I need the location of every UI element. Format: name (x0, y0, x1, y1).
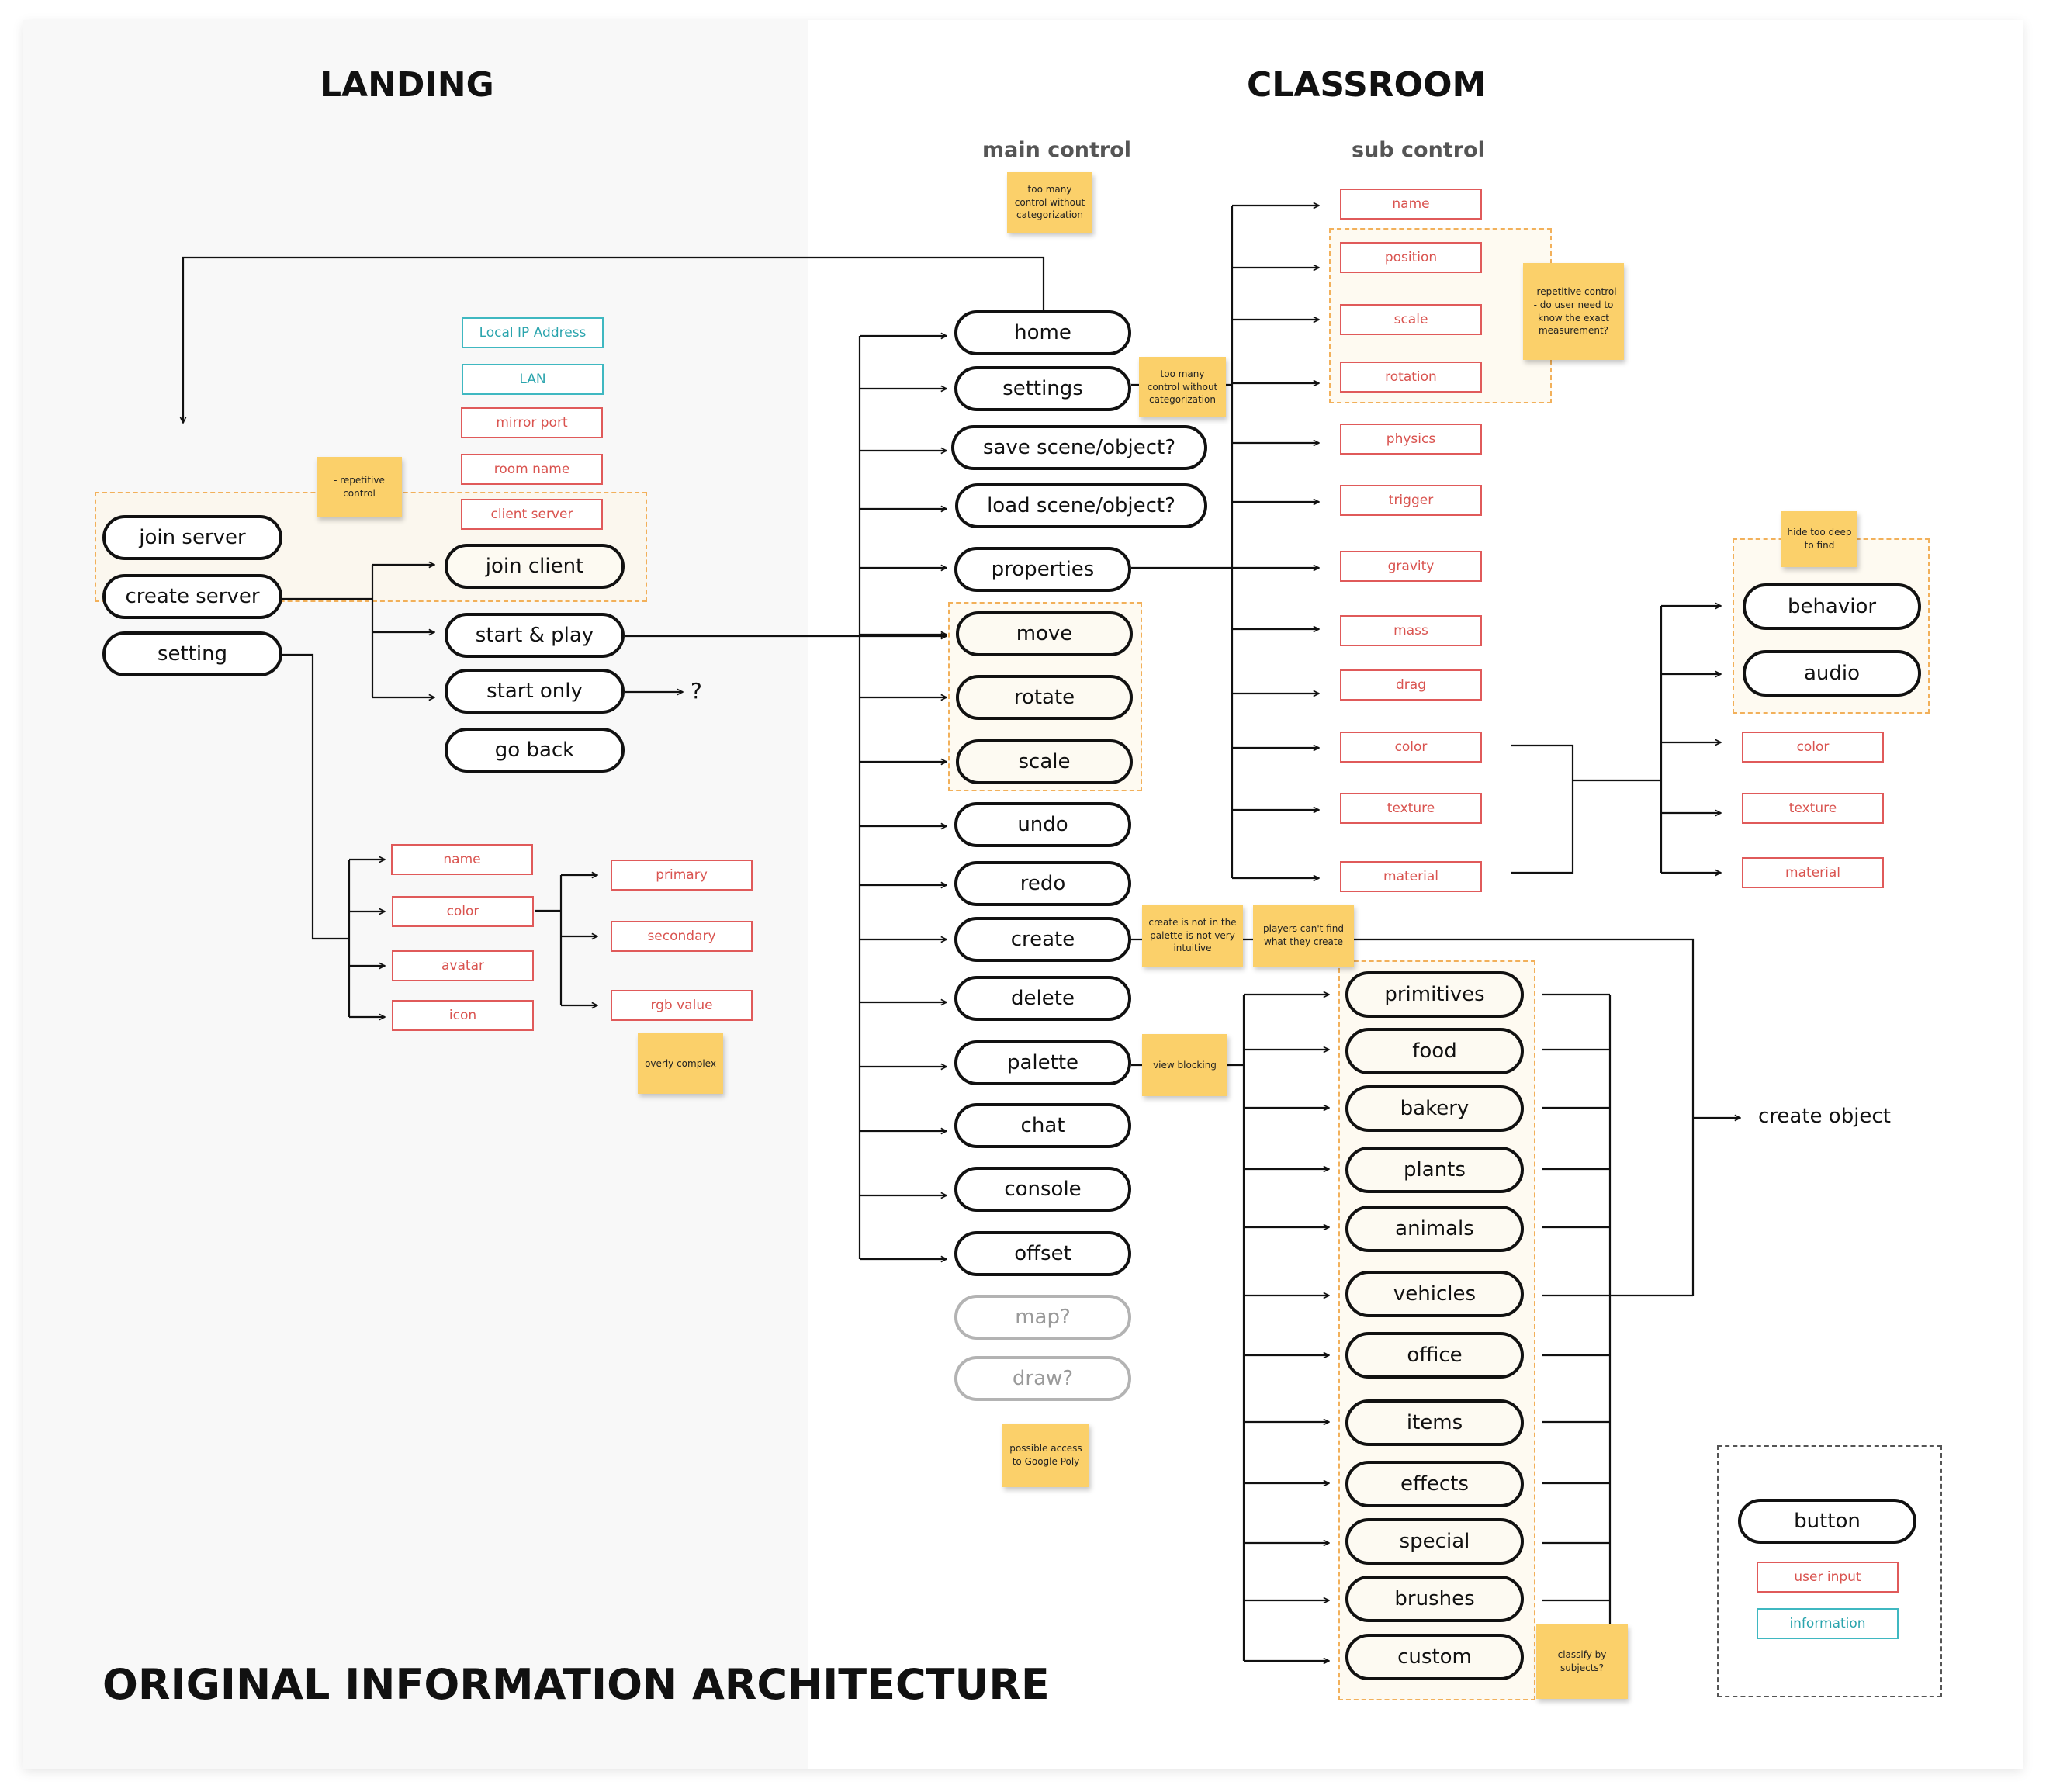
home-loop-line (183, 256, 1045, 423)
create-button[interactable]: create (954, 917, 1131, 962)
scale-button[interactable]: scale (956, 739, 1133, 784)
player-color-input[interactable]: color (392, 896, 534, 927)
object-material-input[interactable]: material (1340, 861, 1482, 892)
category-brushes[interactable]: brushes (1345, 1576, 1524, 1622)
move-button[interactable]: move (956, 611, 1133, 656)
setting-button[interactable]: setting (102, 631, 282, 676)
room-name-input[interactable]: room name (461, 454, 603, 485)
chat-button[interactable]: chat (954, 1103, 1131, 1148)
note-overly-complex: overly complex (638, 1033, 723, 1094)
category-office[interactable]: office (1345, 1332, 1524, 1379)
landing-heading: LANDING (320, 65, 494, 105)
note-transform-repetitive: - repetitive control - do user need to k… (1523, 263, 1624, 360)
category-special[interactable]: special (1345, 1518, 1524, 1565)
legend-button-sample: button (1738, 1499, 1916, 1544)
diagram-title: ORIGINAL INFORMATION ARCHITECTURE (102, 1660, 1050, 1709)
join-client-button[interactable]: join client (445, 544, 625, 589)
draw-button[interactable]: draw? (954, 1356, 1131, 1401)
main-control-heading: main control (982, 138, 1132, 162)
physics-input[interactable]: physics (1340, 424, 1482, 455)
join-server-button[interactable]: join server (102, 515, 282, 560)
note-create-palette: create is not in the palette is not very… (1142, 905, 1243, 967)
position-input[interactable]: position (1340, 242, 1482, 273)
go-back-button[interactable]: go back (445, 728, 625, 773)
start-only-button[interactable]: start only (445, 669, 625, 714)
material-texture-input[interactable]: texture (1742, 793, 1884, 824)
audio-button[interactable]: audio (1743, 650, 1921, 697)
category-custom[interactable]: custom (1345, 1634, 1524, 1680)
create-server-button[interactable]: create server (102, 574, 282, 619)
local-ip-info: Local IP Address (462, 317, 604, 348)
object-color-input[interactable]: color (1340, 732, 1482, 763)
category-effects[interactable]: effects (1345, 1461, 1524, 1507)
player-name-input[interactable]: name (391, 844, 533, 875)
console-button[interactable]: console (954, 1167, 1131, 1212)
mass-input[interactable]: mass (1340, 615, 1482, 646)
rgb-value-input[interactable]: rgb value (611, 990, 753, 1021)
undo-button[interactable]: undo (954, 802, 1131, 847)
note-classify: classify by subjects? (1536, 1624, 1628, 1699)
palette-button[interactable]: palette (954, 1040, 1131, 1085)
avatar-input[interactable]: avatar (392, 950, 534, 981)
legend-box (1717, 1445, 1942, 1697)
note-view-blocking: view blocking (1142, 1034, 1227, 1096)
category-animals[interactable]: animals (1345, 1206, 1524, 1252)
client-server-input[interactable]: client server (461, 499, 603, 530)
rotation-input[interactable]: rotation (1340, 362, 1482, 393)
classroom-heading: CLASSROOM (1247, 65, 1487, 105)
start-play-button[interactable]: start & play (445, 613, 625, 658)
object-texture-input[interactable]: texture (1340, 793, 1482, 824)
note-landing-repetitive: - repetitive control (317, 457, 402, 517)
home-button[interactable]: home (954, 310, 1131, 355)
note-hide-deep: hide too deep to find (1781, 511, 1857, 567)
settings-button[interactable]: settings (954, 366, 1131, 411)
offset-button[interactable]: offset (954, 1231, 1131, 1276)
rotate-button[interactable]: rotate (956, 675, 1133, 720)
icon-input[interactable]: icon (392, 1000, 534, 1031)
category-bakery[interactable]: bakery (1345, 1085, 1524, 1132)
landing-panel (23, 20, 808, 1769)
map-button[interactable]: map? (954, 1295, 1131, 1340)
behavior-button[interactable]: behavior (1743, 583, 1921, 630)
category-food[interactable]: food (1345, 1028, 1524, 1074)
create-object-label: create object (1758, 1105, 1891, 1128)
delete-button[interactable]: delete (954, 976, 1131, 1021)
scale-input[interactable]: scale (1340, 304, 1482, 335)
material-material-input[interactable]: material (1742, 857, 1884, 888)
save-scene-button[interactable]: save scene/object? (951, 425, 1207, 470)
drag-input[interactable]: drag (1340, 669, 1482, 701)
material-color-input[interactable]: color (1742, 732, 1884, 763)
legend-information-sample: information (1757, 1608, 1899, 1639)
secondary-color-input[interactable]: secondary (611, 921, 753, 952)
note-too-many-controls: too many control without categorization (1007, 172, 1092, 233)
category-items[interactable]: items (1345, 1399, 1524, 1446)
load-scene-button[interactable]: load scene/object? (955, 483, 1207, 528)
category-primitives[interactable]: primitives (1345, 971, 1524, 1018)
sub-control-heading: sub control (1352, 138, 1485, 162)
primary-color-input[interactable]: primary (611, 860, 753, 891)
note-google-poly: possible access to Google Poly (1002, 1424, 1089, 1487)
properties-button[interactable]: properties (954, 547, 1131, 592)
trigger-input[interactable]: trigger (1340, 485, 1482, 516)
note-cant-find: players can't find what they create (1253, 905, 1354, 967)
note-settings-too-many: too many control without categorization (1139, 357, 1226, 417)
legend-user-input-sample: user input (1757, 1562, 1899, 1593)
object-name-input[interactable]: name (1340, 189, 1482, 220)
category-plants[interactable]: plants (1345, 1147, 1524, 1193)
gravity-input[interactable]: gravity (1340, 551, 1482, 582)
category-vehicles[interactable]: vehicles (1345, 1271, 1524, 1317)
mirror-port-input[interactable]: mirror port (461, 407, 603, 438)
unknown-destination-label: ? (691, 678, 702, 704)
redo-button[interactable]: redo (954, 861, 1131, 906)
lan-info: LAN (462, 364, 604, 395)
